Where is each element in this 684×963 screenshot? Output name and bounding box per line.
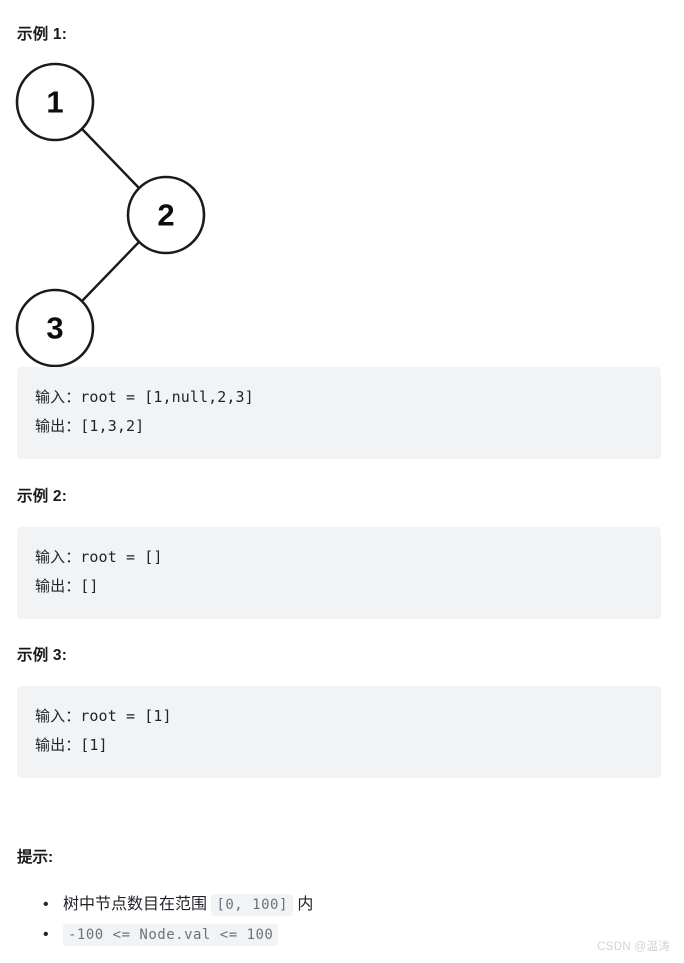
example-2-heading: 示例 2: [17,488,68,505]
example-3-input-line: 输入：root = [1] [35,707,172,725]
hint-2-code: -100 <= Node.val <= 100 [63,924,279,946]
hint-item-node-count: 树中节点数目在范围 [0, 100] 内 [43,890,683,920]
example-3-code-block: 输入：root = [1] 输出：[1] [17,686,661,778]
hint-item-node-value-range: -100 <= Node.val <= 100 [43,920,683,950]
csdn-watermark: CSDN @温涛 [597,941,670,953]
tree-node-3-label: 3 [46,311,63,346]
example-2-code-block: 输入：root = [] 输出：[] [17,527,661,619]
hints-heading: 提示: [17,849,54,866]
tree-edge-1-2 [81,128,140,189]
example-1-code-block: 输入：root = [1,null,2,3] 输出：[1,3,2] [17,367,661,459]
hints-list: 树中节点数目在范围 [0, 100] 内 -100 <= Node.val <=… [17,890,683,950]
tree-node-2-label: 2 [157,198,174,233]
example-3-heading: 示例 3: [17,647,68,664]
tree-node-2-circle [126,175,206,255]
example-1-output-line: 输出：[1,3,2] [35,417,145,435]
hint-1-prefix: 树中节点数目在范围 [63,896,212,913]
tree-edge-2-3 [81,241,140,302]
tree-node-1-label: 1 [46,85,63,120]
tree-node-3-circle [15,288,95,368]
example-2-output-line: 输出：[] [35,577,99,595]
example-1-input-line: 输入：root = [1,null,2,3] [35,388,254,406]
binary-tree-figure: 1 2 3 [0,55,230,375]
example-3-output-line: 输出：[1] [35,736,108,754]
example-1-heading: 示例 1: [17,26,68,43]
hint-1-suffix: 内 [292,896,314,913]
example-2-input-line: 输入：root = [] [35,548,163,566]
hint-1-code: [0, 100] [211,894,293,916]
tree-node-1-circle [15,62,95,142]
